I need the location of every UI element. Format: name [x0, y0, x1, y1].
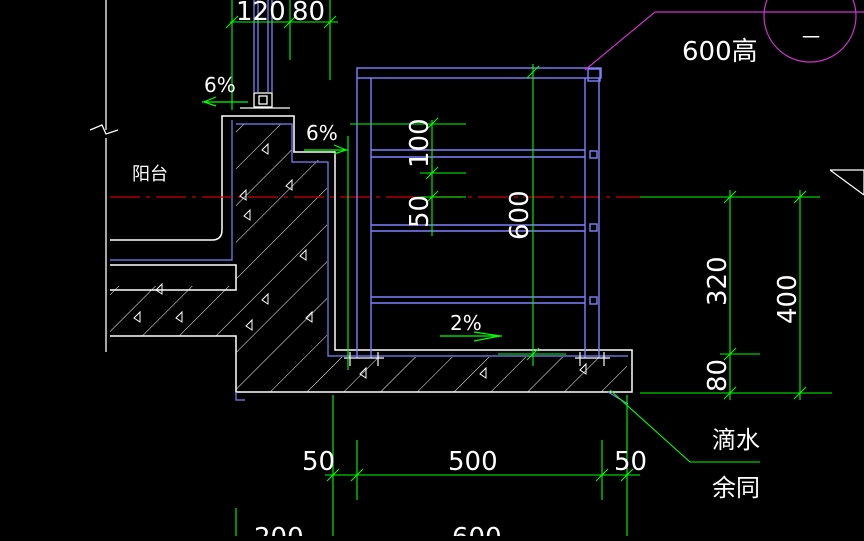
- slab-top-line: [110, 264, 237, 291]
- dim-200-bottom: 200: [254, 523, 304, 536]
- dim-500: 500: [448, 447, 498, 477]
- dim-320: 320: [703, 256, 733, 306]
- dim-80-top: 80: [292, 0, 325, 27]
- slope-label-mid: 6%: [306, 121, 338, 145]
- concrete-section: [110, 124, 627, 392]
- slope-arrows: [202, 96, 502, 342]
- inner-outline-3: [235, 391, 629, 405]
- rest-same-label: 余同: [712, 474, 760, 502]
- dim-50-right: 50: [614, 447, 647, 477]
- dim-50-left: 50: [302, 447, 335, 477]
- callout-leader: [584, 0, 864, 71]
- dimension-lines: [225, 0, 832, 536]
- slope-label-bottom: 2%: [450, 311, 482, 335]
- railing: [356, 67, 602, 358]
- upright-post: [240, 0, 290, 109]
- level-marker: [830, 169, 864, 195]
- dim-600-bottom: 600: [452, 523, 502, 536]
- dim-100: 100: [405, 118, 435, 168]
- drip-leader: [609, 389, 760, 463]
- inner-outline: [110, 120, 233, 261]
- aggregate-marks: [133, 142, 587, 379]
- slope-label-left: 6%: [204, 73, 236, 97]
- balcony-label: 阳台: [132, 164, 168, 185]
- drip-label: 滴水: [712, 426, 760, 454]
- level-marker-diag: [829, 169, 864, 196]
- height-note: 600高: [682, 37, 758, 67]
- circle-mark: 一: [802, 28, 820, 49]
- dim-600-v: 600: [505, 190, 535, 240]
- dim-400: 400: [773, 274, 803, 324]
- dim-50-v: 50: [405, 195, 435, 228]
- break-mark: [89, 124, 119, 135]
- base-plates: [344, 352, 610, 366]
- dim-80-v: 80: [703, 359, 733, 392]
- dim-120: 120: [236, 0, 286, 27]
- section-outline: [110, 115, 633, 393]
